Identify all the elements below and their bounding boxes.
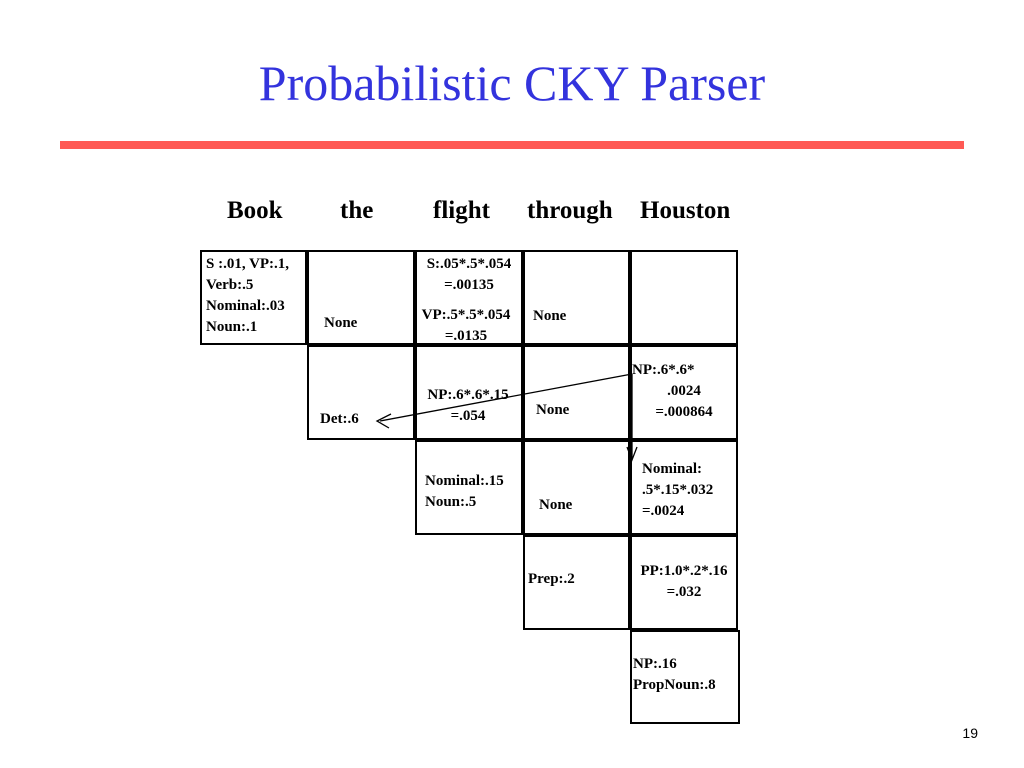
cell-text-r0-c2-s: S:.05*.5*.054=.00135 — [426, 256, 512, 293]
word-houston: Houston — [640, 197, 731, 224]
cell-r0-c3 — [523, 250, 630, 345]
title-divider — [60, 141, 964, 149]
cell-text-r0-c3: None — [533, 308, 567, 324]
cell-r0-c0 — [200, 250, 307, 345]
page-number: 19 — [962, 725, 978, 741]
cell-r3-c3 — [523, 535, 630, 630]
cell-text-r1-c2: NP:.6*.6*.15=.054 — [427, 387, 509, 424]
cell-text-r1-c4: NP:.6*.6* .0024=.000864 — [632, 362, 713, 420]
cell-text-r2-c4: Nominal:.5*.15*.032 =.0024 — [642, 461, 714, 519]
cell-text-r0-c2-vp: VP:.5*.5*.054=.0135 — [421, 307, 511, 344]
cell-text-r2-c3: None — [539, 497, 573, 513]
cell-r2-c2 — [415, 440, 523, 535]
cell-r3-c4 — [630, 535, 738, 630]
word-the: the — [340, 197, 374, 224]
cell-text-r1-c1: Det:.6 — [320, 411, 359, 427]
cell-r0-c4 — [630, 250, 738, 345]
cell-text-r3-c3: Prep:.2 — [528, 571, 575, 587]
cell-r1-c3 — [523, 345, 630, 440]
cell-text-r1-c3: None — [536, 402, 570, 418]
word-book: Book — [227, 197, 283, 224]
cell-r2-c4 — [630, 440, 738, 535]
word-through: through — [527, 197, 613, 224]
cell-text-r0-c1: None — [324, 315, 358, 331]
cell-r4-c4 — [630, 630, 740, 724]
cell-r0-c1 — [307, 250, 415, 345]
word-flight: flight — [433, 197, 490, 224]
cell-r0-c2 — [415, 250, 523, 345]
cell-text-r3-c4: PP:1.0*.2*.16=.032 — [640, 563, 728, 600]
cell-r2-c3 — [523, 440, 630, 535]
slide-title: Probabilistic CKY Parser — [258, 55, 766, 111]
